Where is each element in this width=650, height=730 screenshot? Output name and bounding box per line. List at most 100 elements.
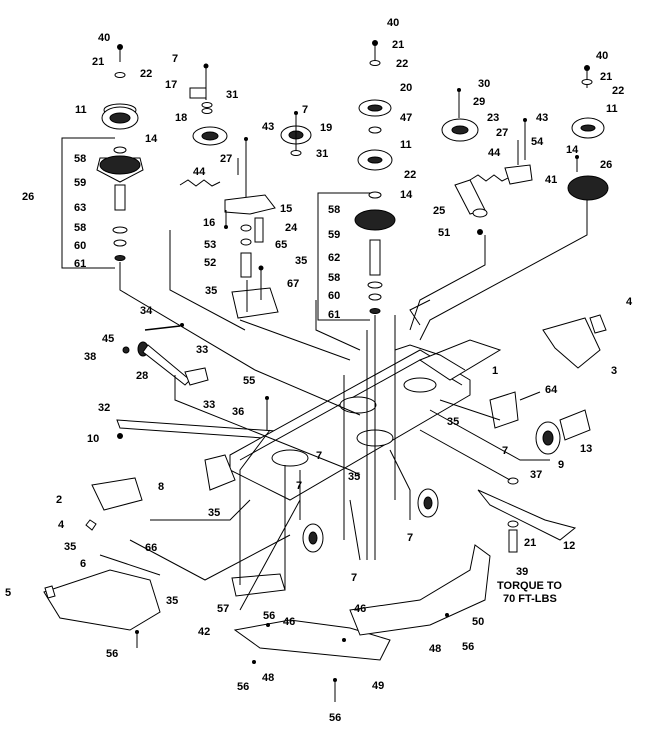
label-19: 19 <box>320 122 332 134</box>
label-14: 14 <box>145 133 158 145</box>
label-58: 58 <box>74 222 86 234</box>
label-25: 25 <box>433 205 445 217</box>
label-10: 10 <box>87 433 99 445</box>
label-7: 7 <box>302 104 308 116</box>
label-54: 54 <box>531 136 544 148</box>
idler-group-right <box>441 88 533 235</box>
anti-scalp-wheels <box>302 409 591 553</box>
label-44: 44 <box>193 166 206 178</box>
label-22: 22 <box>404 169 416 181</box>
label-43: 43 <box>262 121 274 133</box>
label-56: 56 <box>237 681 249 693</box>
label-12: 12 <box>563 540 575 552</box>
label-11: 11 <box>606 103 618 115</box>
label-9: 9 <box>558 459 564 471</box>
label-55: 55 <box>243 375 255 387</box>
label-18: 18 <box>175 112 187 124</box>
label-52: 52 <box>204 257 216 269</box>
label-48: 48 <box>429 643 441 655</box>
label-44: 44 <box>488 147 501 159</box>
right-side-items <box>477 314 607 553</box>
label-56: 56 <box>462 641 474 653</box>
label-58: 58 <box>328 272 340 284</box>
label-57: 57 <box>217 603 229 615</box>
label-48: 48 <box>262 672 274 684</box>
deck-plate <box>204 339 502 501</box>
label-47: 47 <box>400 112 412 124</box>
label-14: 14 <box>566 144 579 156</box>
label-22: 22 <box>140 68 152 80</box>
label-33: 33 <box>203 399 215 411</box>
label-27: 27 <box>496 127 508 139</box>
label-35: 35 <box>348 471 360 483</box>
label-58: 58 <box>328 204 340 216</box>
left-spindle-assembly <box>96 44 144 261</box>
label-46: 46 <box>283 616 295 628</box>
label-6: 6 <box>80 558 86 570</box>
label-38: 38 <box>84 351 96 363</box>
label-35: 35 <box>64 541 76 553</box>
label-21: 21 <box>524 537 536 549</box>
label-56: 56 <box>263 610 275 622</box>
label-63: 63 <box>74 202 86 214</box>
label-22: 22 <box>396 58 408 70</box>
label-56: 56 <box>106 648 118 660</box>
label-42: 42 <box>198 626 210 638</box>
label-4: 4 <box>58 519 65 531</box>
label-16: 16 <box>203 217 215 229</box>
label-43: 43 <box>536 112 548 124</box>
label-33: 33 <box>196 344 208 356</box>
label-60: 60 <box>328 290 340 302</box>
label-11: 11 <box>400 139 412 151</box>
torque-note-line1: TORQUE TO <box>497 580 562 592</box>
label-67: 67 <box>287 278 299 290</box>
label-59: 59 <box>328 229 340 241</box>
callout-labels: 40 21 22 11 14 58 59 26 63 58 60 61 7 17… <box>5 17 633 724</box>
label-2: 2 <box>56 494 62 506</box>
label-11: 11 <box>75 104 87 116</box>
label-27: 27 <box>220 153 232 165</box>
label-7: 7 <box>296 480 302 492</box>
label-4: 4 <box>626 296 633 308</box>
left-stack-bracket <box>61 137 115 269</box>
label-37: 37 <box>530 469 542 481</box>
label-62: 62 <box>328 252 340 264</box>
label-21: 21 <box>392 39 404 51</box>
label-65: 65 <box>275 239 287 251</box>
label-31: 31 <box>316 148 328 160</box>
label-60: 60 <box>74 240 86 252</box>
bottom-baffles <box>231 544 491 702</box>
label-21: 21 <box>92 56 104 68</box>
label-26: 26 <box>600 159 612 171</box>
label-40: 40 <box>98 32 110 44</box>
label-41: 41 <box>545 174 557 186</box>
label-49: 49 <box>372 680 384 692</box>
label-46: 46 <box>354 603 366 615</box>
label-24: 24 <box>285 222 298 234</box>
label-66: 66 <box>145 542 157 554</box>
label-7: 7 <box>316 450 322 462</box>
center-spindle-assembly <box>354 40 396 314</box>
label-20: 20 <box>400 82 412 94</box>
label-35: 35 <box>166 595 178 607</box>
label-15: 15 <box>280 203 292 215</box>
label-21: 21 <box>600 71 612 83</box>
label-28: 28 <box>136 370 148 382</box>
label-34: 34 <box>140 305 153 317</box>
label-59: 59 <box>74 177 86 189</box>
label-56: 56 <box>329 712 341 724</box>
label-45: 45 <box>102 333 114 345</box>
label-7: 7 <box>351 572 357 584</box>
label-29: 29 <box>473 96 485 108</box>
label-7: 7 <box>502 445 508 457</box>
label-40: 40 <box>596 50 608 62</box>
label-5: 5 <box>5 587 11 599</box>
right-spindle-assembly <box>567 65 609 201</box>
torque-note-line2: 70 FT-LBS <box>503 593 557 605</box>
idler-group-left <box>179 63 312 319</box>
label-17: 17 <box>165 79 177 91</box>
label-64: 64 <box>545 384 558 396</box>
label-35: 35 <box>447 416 459 428</box>
